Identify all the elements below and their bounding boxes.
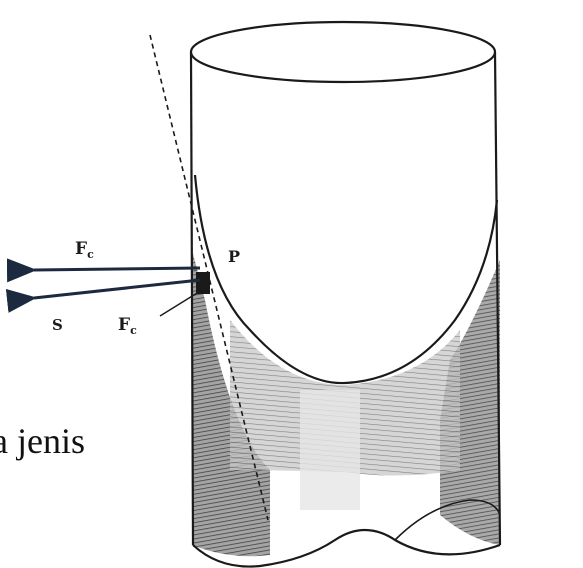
tube-left-wall: [189, 51, 195, 546]
label-fc-bottom: Fc: [118, 315, 137, 337]
tube-outline: [189, 20, 502, 568]
arrow-fc-pointer: [159, 289, 203, 317]
text-fragment: a jenis: [0, 421, 85, 461]
arrow-s-resultant: [5, 278, 201, 313]
label-s: S: [52, 316, 63, 334]
contact-point-mark: [196, 272, 210, 294]
tube-body: [192, 250, 500, 557]
arrow-fc-horizontal: [6, 258, 201, 283]
tube-right-wall: [493, 51, 502, 546]
force-arrows: [5, 258, 203, 317]
tube-bottom-edge: [192, 529, 501, 568]
meniscus-curve: [193, 174, 499, 385]
tangent-line: [149, 34, 269, 521]
label-point-p: P: [228, 247, 240, 266]
tube-bottom-inner: [394, 499, 501, 541]
label-fc-top: Fc: [75, 239, 94, 261]
